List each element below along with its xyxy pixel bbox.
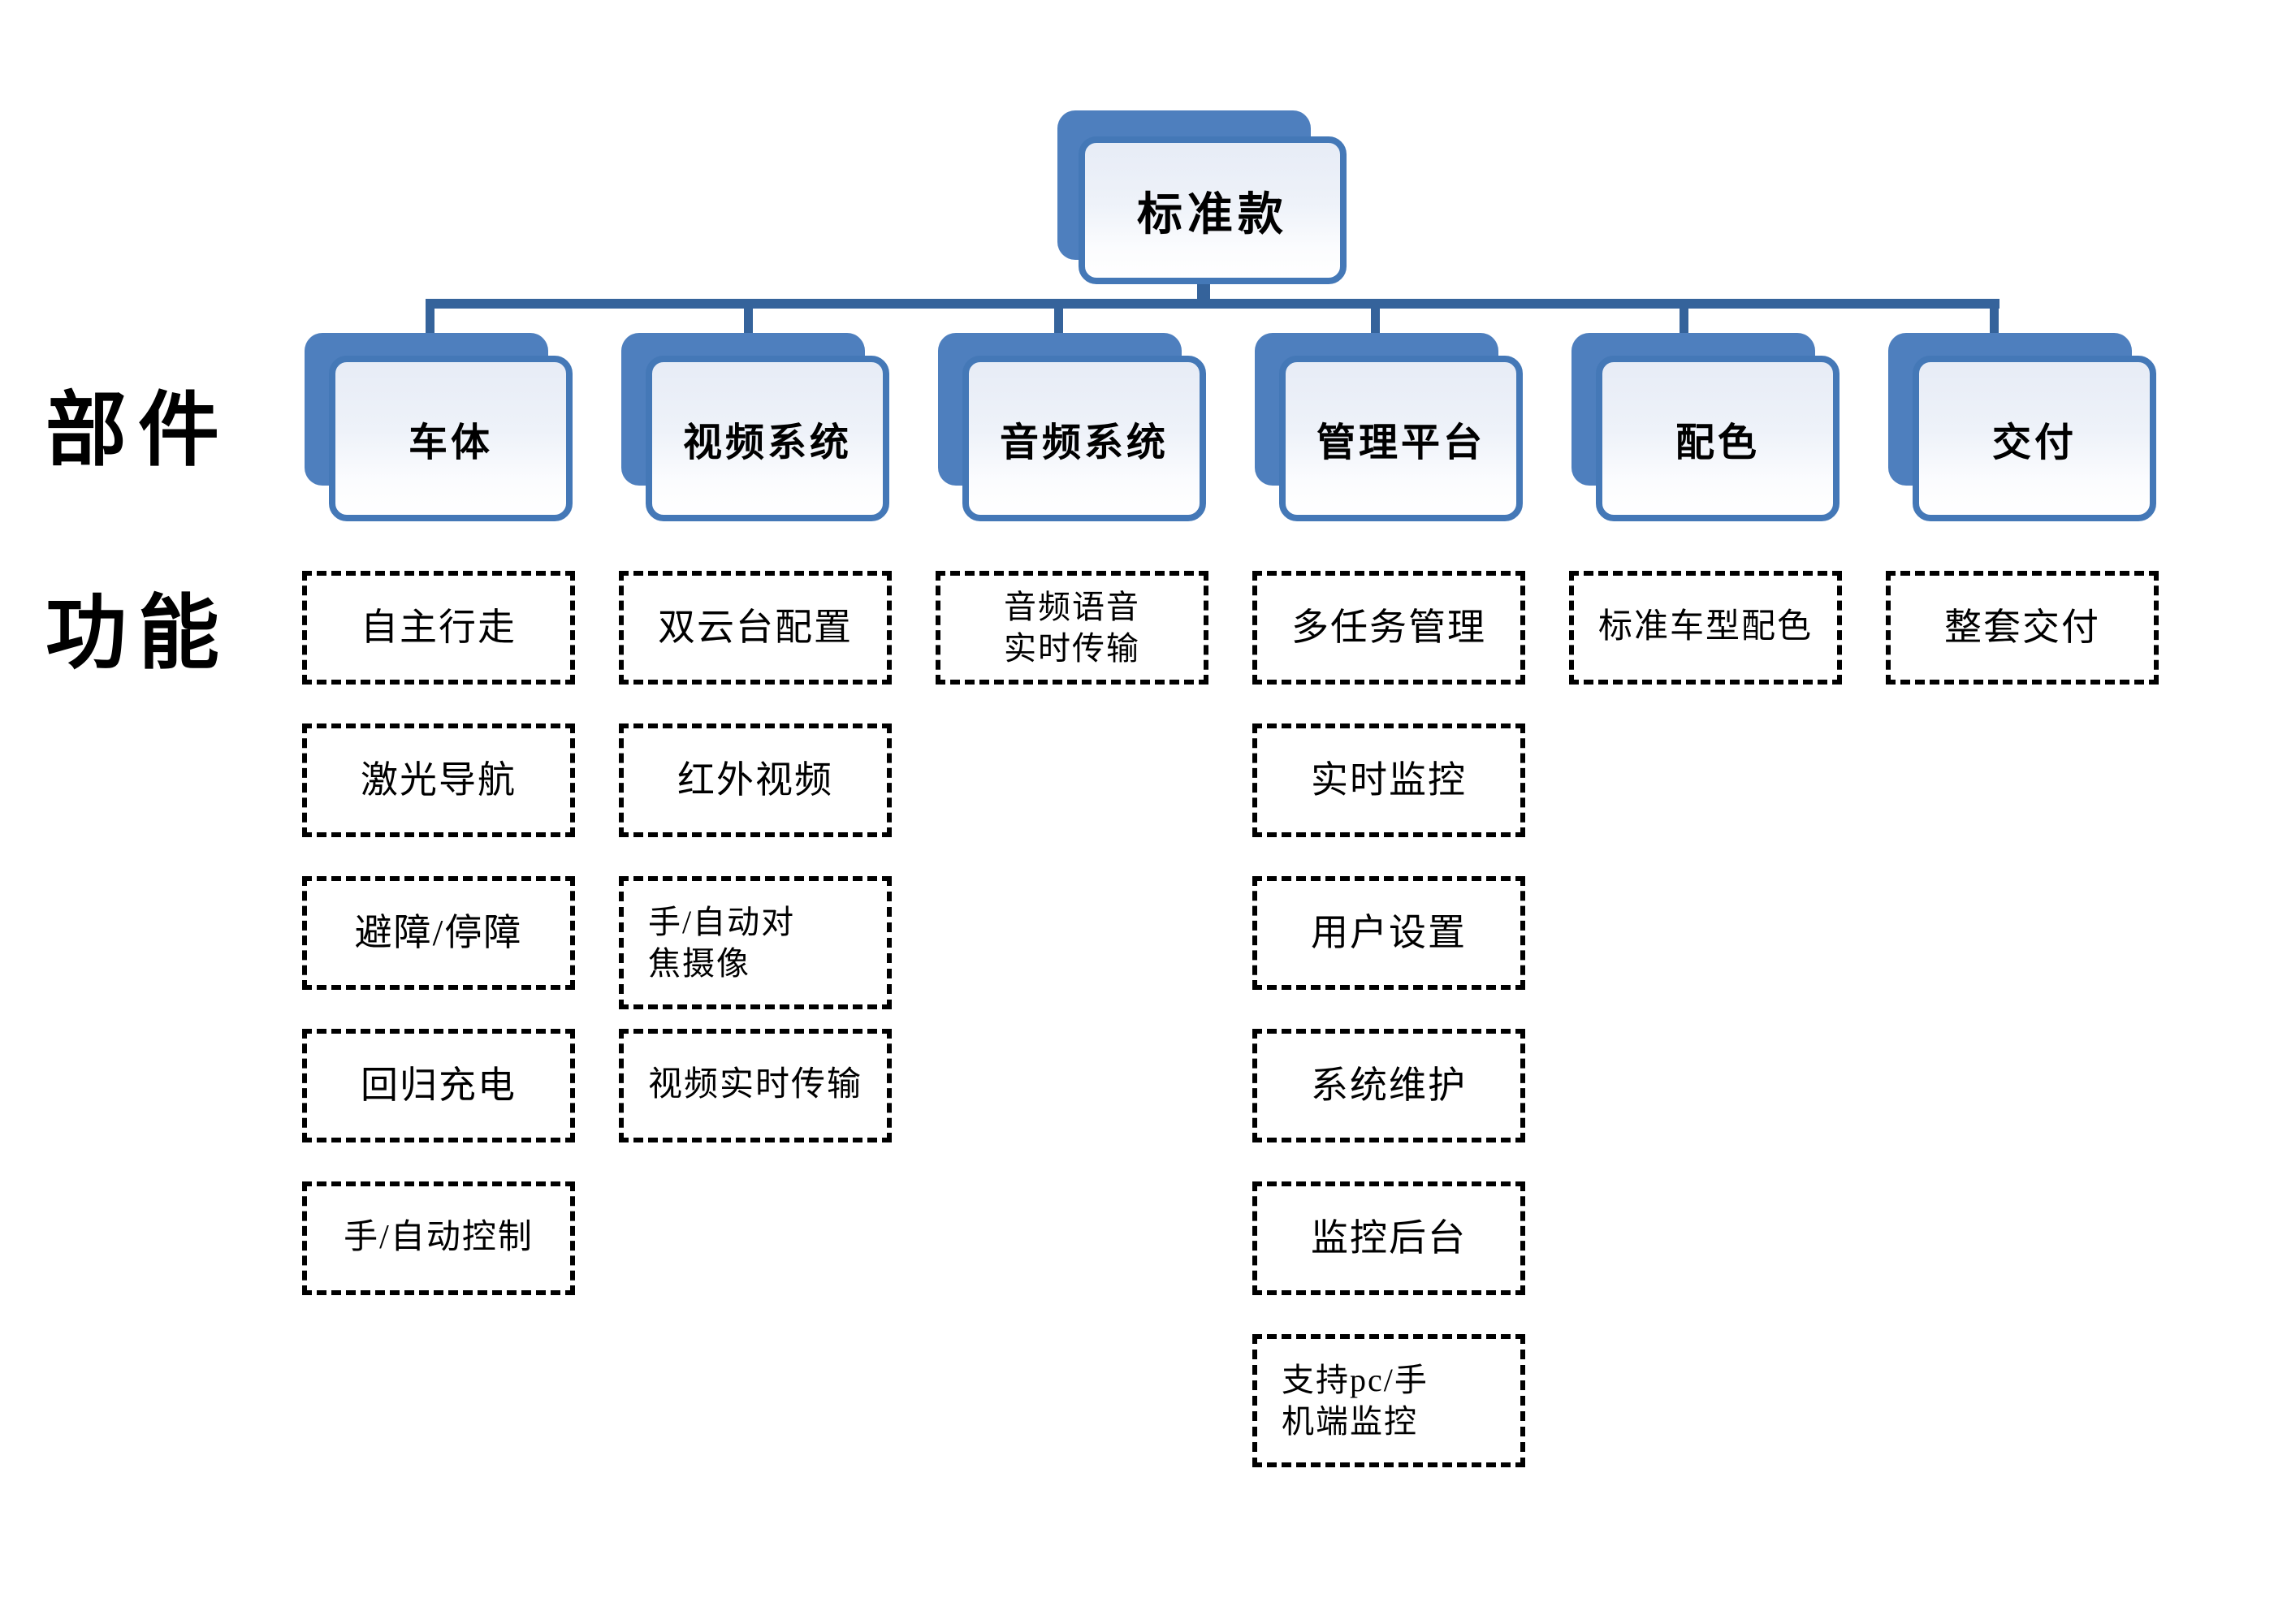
component-node-label: 交付 — [1991, 421, 2077, 464]
component-node: 配色 — [1596, 356, 1840, 521]
function-box-label: 标准车型配色 — [1597, 608, 1813, 646]
function-box-label: 用户设置 — [1311, 911, 1467, 953]
function-box: 实时监控 — [1252, 723, 1525, 837]
connector-stem — [1990, 306, 1999, 335]
function-box-label: 手/自动控制 — [344, 1219, 534, 1257]
function-box-label: 双云台配置 — [658, 606, 853, 648]
function-box: 多任务管理 — [1252, 571, 1525, 685]
connector-horizontal — [426, 299, 1999, 309]
component-node-label: 车体 — [408, 421, 493, 464]
function-box: 用户设置 — [1252, 876, 1525, 990]
function-box-label: 焦摄像 — [648, 945, 750, 982]
function-box-label: 系统维护 — [1311, 1064, 1467, 1106]
function-box: 激光导航 — [302, 723, 575, 837]
connector-stem — [1054, 306, 1063, 335]
function-box: 音频语音实时传输 — [936, 571, 1208, 685]
function-box: 支持pc/手机端监控 — [1252, 1334, 1525, 1467]
function-box: 视频实时传输 — [619, 1029, 892, 1142]
function-box-label: 机端监控 — [1282, 1403, 1418, 1440]
connector-stem — [744, 306, 753, 335]
function-box: 整套交付 — [1886, 571, 2159, 685]
component-node: 管理平台 — [1279, 356, 1523, 521]
function-box: 红外视频 — [619, 723, 892, 837]
function-box-label: 整套交付 — [1944, 606, 2100, 648]
function-box-label: 避障/停障 — [354, 911, 523, 953]
function-box-label: 回归充电 — [361, 1064, 517, 1106]
component-node-label: 管理平台 — [1316, 421, 1485, 464]
function-box: 回归充电 — [302, 1029, 575, 1142]
function-box: 标准车型配色 — [1569, 571, 1842, 685]
function-box-label: 实时传输 — [1004, 630, 1140, 667]
root-node: 标准款 — [1079, 136, 1347, 284]
component-node: 视频系统 — [646, 356, 889, 521]
component-node-label: 视频系统 — [682, 421, 852, 464]
function-box: 系统维护 — [1252, 1029, 1525, 1142]
function-box-label: 视频实时传输 — [647, 1066, 862, 1104]
root-node-label: 标准款 — [1137, 189, 1288, 240]
function-box: 双云台配置 — [619, 571, 892, 685]
function-box-label: 监控后台 — [1311, 1216, 1467, 1259]
connector-stem — [1371, 306, 1380, 335]
function-box-label: 激光导航 — [361, 758, 517, 801]
row-label-functions: 功能 — [45, 589, 231, 679]
function-box-label: 手/自动对 — [648, 903, 796, 940]
function-box: 手/自动对焦摄像 — [619, 876, 892, 1009]
function-box-label: 自主行走 — [361, 606, 517, 648]
component-node: 车体 — [329, 356, 573, 521]
component-node: 音频系统 — [962, 356, 1206, 521]
function-box: 自主行走 — [302, 571, 575, 685]
component-node-label: 音频系统 — [999, 421, 1169, 464]
function-box-label: 支持pc/手 — [1282, 1361, 1429, 1398]
connector-trunk — [1197, 281, 1210, 302]
function-box: 手/自动控制 — [302, 1181, 575, 1295]
row-label-components: 部件 — [45, 386, 231, 476]
connector-stem — [1680, 306, 1688, 335]
component-node: 交付 — [1913, 356, 2156, 521]
function-box-label: 实时监控 — [1311, 758, 1467, 801]
function-box-label: 红外视频 — [677, 758, 833, 801]
connector-stem — [426, 306, 434, 335]
component-node-label: 配色 — [1675, 421, 1760, 464]
function-box: 避障/停障 — [302, 876, 575, 990]
function-box-label: 音频语音 — [1004, 588, 1140, 625]
function-box-label: 多任务管理 — [1291, 606, 1486, 648]
function-box: 监控后台 — [1252, 1181, 1525, 1295]
